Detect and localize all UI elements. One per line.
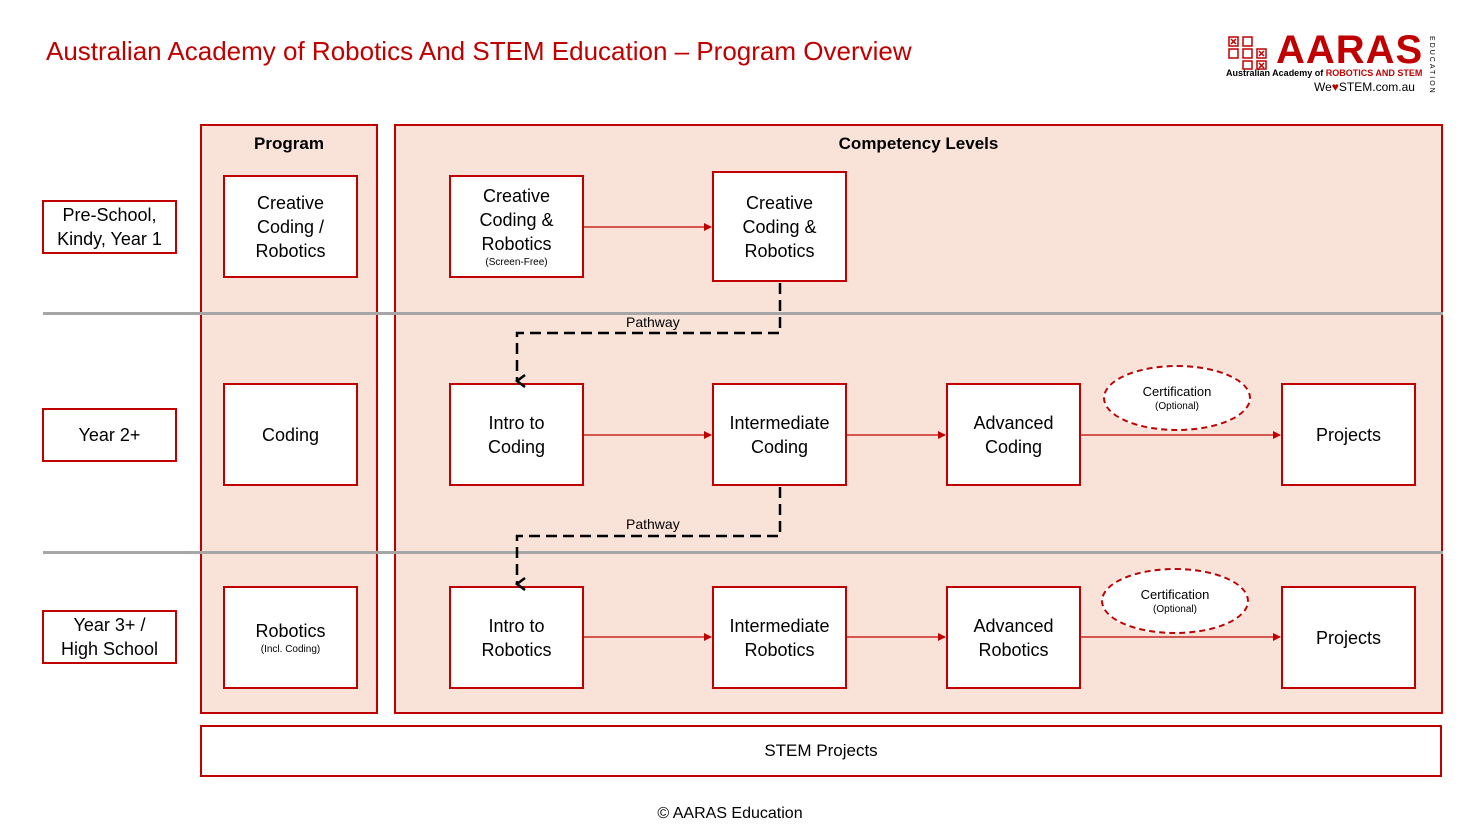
program-box-title: Coding [261, 424, 320, 445]
logo-subtitle-highlight: ROBOTICS AND STEM [1325, 68, 1423, 78]
level-box-intermediate-coding: Intermediate Coding [712, 383, 847, 486]
pathway-connector [514, 487, 782, 591]
level-box-title: Creative Coding & Robotics [742, 192, 817, 261]
logo-url-prefix: We [1314, 80, 1332, 94]
level-box-title: Intro to Robotics [481, 615, 552, 660]
certification-badge: Certification (Optional) [1101, 568, 1249, 634]
level-box-title: Intermediate Coding [729, 412, 830, 457]
certification-note: (Optional) [1155, 400, 1199, 412]
level-box-title: Projects [1315, 424, 1382, 445]
certification-note: (Optional) [1153, 603, 1197, 615]
row-label-preschool: Pre-School, Kindy, Year 1 [42, 200, 177, 254]
level-box-title: Intermediate Robotics [729, 615, 830, 660]
level-box-intro-robotics: Intro to Robotics [449, 586, 584, 689]
competency-column-header: Competency Levels [838, 134, 999, 153]
level-box-title: Creative Coding & Robotics [479, 186, 554, 254]
copyright: © AARAS Education [657, 805, 803, 822]
pathway-label: Pathway [626, 516, 680, 532]
row-divider [43, 551, 1443, 554]
aaras-logo: AARAS Australian Academy of ROBOTICS AND… [1226, 28, 1438, 95]
heart-icon: ♥ [1331, 80, 1339, 94]
row-label-year2: Year 2+ [42, 408, 177, 462]
level-box-title: Advanced Robotics [973, 615, 1054, 660]
level-box-title: Advanced Coding [973, 412, 1054, 457]
logo-url-suffix: STEM.com.au [1338, 80, 1415, 94]
level-box-note: (Screen-Free) [485, 257, 548, 268]
level-box-title: Intro to Coding [487, 412, 546, 457]
program-box-note: (Incl. Coding) [260, 644, 321, 655]
logo-subtitle-prefix: Australian Academy of [1226, 68, 1326, 78]
logo-vertical-text: EDUCATION [1428, 36, 1435, 95]
row-divider [43, 312, 1443, 315]
level-box-title: Projects [1315, 627, 1382, 648]
certification-label: Certification [1142, 383, 1212, 399]
logo-subtitle: Australian Academy of ROBOTICS AND STEM [1226, 68, 1422, 78]
stem-projects-label: STEM Projects [764, 741, 878, 760]
page-title: Australian Academy of Robotics And STEM … [46, 36, 912, 66]
level-box-advanced-robotics: Advanced Robotics [946, 586, 1081, 689]
logo-grid-icon [1228, 36, 1267, 70]
program-box-title: Creative Coding / Robotics [255, 192, 326, 261]
row-label-text: Pre-School, Kindy, Year 1 [57, 205, 162, 249]
level-box-creative-screen-free: Creative Coding & Robotics (Screen-Free) [449, 175, 584, 278]
row-label-text: Year 2+ [78, 425, 141, 445]
program-box-coding: Coding [223, 383, 358, 486]
program-box-creative: Creative Coding / Robotics [223, 175, 358, 278]
level-box-projects-robotics: Projects [1281, 586, 1416, 689]
program-box-robotics: Robotics (Incl. Coding) [223, 586, 358, 689]
stem-projects-bar: STEM Projects [200, 725, 1442, 777]
row-label-text: Year 3+ / High School [60, 615, 159, 659]
certification-badge: Certification (Optional) [1103, 365, 1251, 431]
level-box-intro-coding: Intro to Coding [449, 383, 584, 486]
level-box-advanced-coding: Advanced Coding [946, 383, 1081, 486]
level-box-projects-coding: Projects [1281, 383, 1416, 486]
pathway-label: Pathway [626, 314, 680, 330]
program-column-header: Program [254, 134, 324, 153]
certification-label: Certification [1140, 586, 1210, 602]
logo-url: We♥STEM.com.au [1314, 80, 1415, 94]
pathway-connector [514, 283, 782, 388]
row-label-year3: Year 3+ / High School [42, 610, 177, 664]
level-box-creative: Creative Coding & Robotics [712, 171, 847, 282]
level-box-intermediate-robotics: Intermediate Robotics [712, 586, 847, 689]
program-box-title: Robotics [255, 621, 326, 641]
logo-wordmark: AARAS [1276, 28, 1424, 72]
